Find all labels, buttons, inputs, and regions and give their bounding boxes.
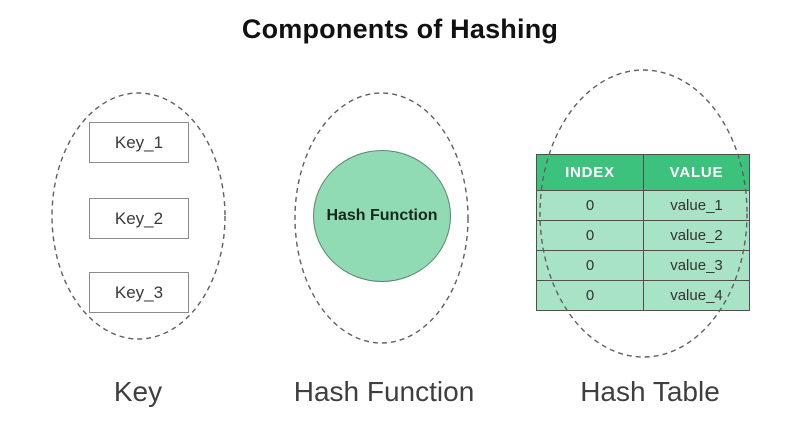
key-box-2-label: Key_2 <box>114 208 164 228</box>
hash-table-section-label: Hash Table <box>580 376 720 407</box>
hash-table-header-value: VALUE <box>643 154 750 191</box>
hash-function-circle-label: Hash Function <box>326 207 438 224</box>
page-title: Components of Hashing <box>241 14 559 44</box>
table-row: 0 value_1 <box>536 190 750 221</box>
hash-table: INDEX VALUE 0 value_1 0 value_2 0 value_… <box>536 154 750 311</box>
index-cell: 0 <box>536 250 644 281</box>
value-cell: value_3 <box>643 250 750 281</box>
key-box-1-label: Key_1 <box>114 132 164 152</box>
index-cell: 0 <box>536 280 644 311</box>
hash-table-header-index: INDEX <box>536 154 644 191</box>
key-box-3: Key_3 <box>89 272 189 313</box>
table-row: 0 value_4 <box>536 280 750 311</box>
key-box-1: Key_1 <box>89 122 189 163</box>
key-section-label: Key <box>113 376 163 407</box>
value-cell: value_2 <box>643 220 750 251</box>
table-row: 0 value_2 <box>536 220 750 251</box>
index-cell: 0 <box>536 190 644 221</box>
key-box-2: Key_2 <box>89 198 189 239</box>
hash-table-header-row: INDEX VALUE <box>536 154 750 191</box>
value-cell: value_1 <box>643 190 750 221</box>
table-row: 0 value_3 <box>536 250 750 281</box>
hash-function-circle: Hash Function <box>313 150 451 282</box>
hash-function-section-label: Hash Function <box>293 376 475 407</box>
key-box-3-label: Key_3 <box>114 282 164 302</box>
value-cell: value_4 <box>643 280 750 311</box>
index-cell: 0 <box>536 220 644 251</box>
